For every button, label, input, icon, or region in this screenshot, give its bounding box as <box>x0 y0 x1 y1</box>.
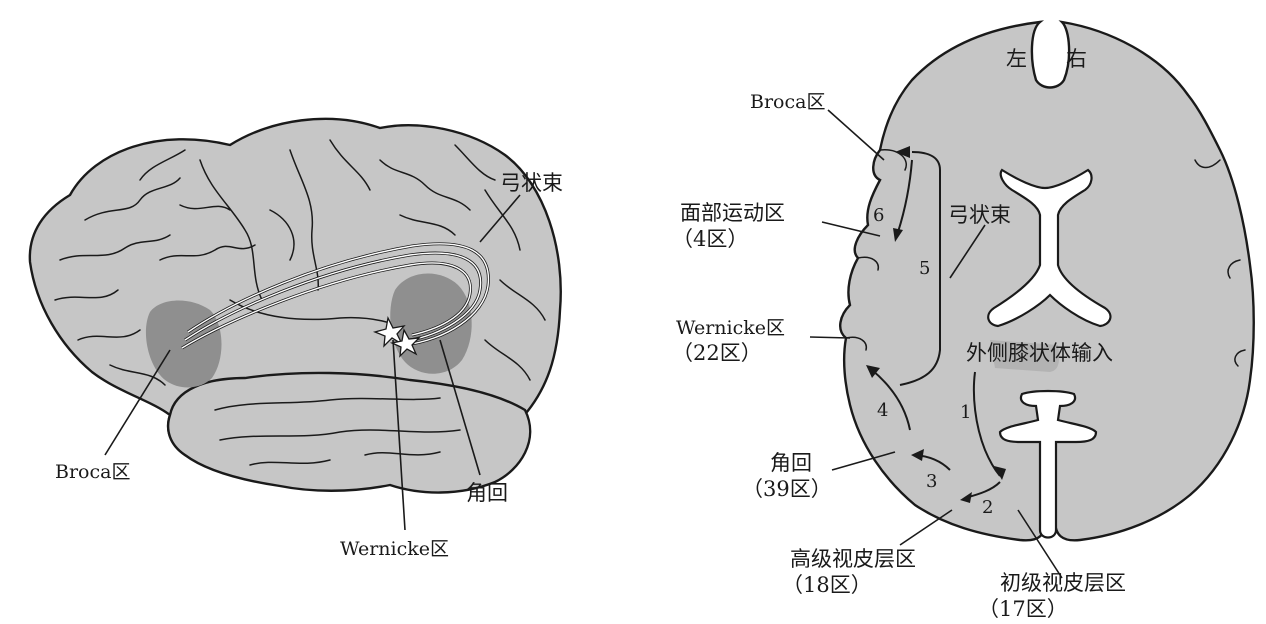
leader-v1 <box>1017 509 1063 579</box>
step-2: 2 <box>982 497 993 518</box>
posterior-ventricle <box>998 389 1098 539</box>
label-wernicke-ba: （22区） <box>672 341 762 365</box>
label-arcuate-axial: 弓状束 <box>948 203 1011 227</box>
leader-angular-axial <box>831 451 896 471</box>
label-broca-axial: Broca区 <box>750 91 825 113</box>
axial-brain-view: 1 2 3 4 5 6 左 右 Broca区 面部运动区 （4区） 弓状束 We… <box>672 20 1255 621</box>
label-lgn-input: 外侧膝状体输入 <box>966 341 1113 365</box>
leader-v2 <box>899 509 953 546</box>
label-v2: 高级视皮层区 <box>790 547 916 571</box>
leader-broca-lateral <box>104 349 171 456</box>
label-angular-ba: （39区） <box>742 477 832 501</box>
step-5: 5 <box>919 258 930 279</box>
lateral-ventricles <box>987 168 1112 328</box>
leader-broca-axial <box>827 109 885 161</box>
label-face-motor-ba: （4区） <box>672 227 748 251</box>
step-4: 4 <box>877 400 888 421</box>
temporal-lobe <box>166 371 532 494</box>
leader-face-motor <box>821 221 881 237</box>
label-v2-ba: （18区） <box>782 573 872 597</box>
step-1: 1 <box>960 402 971 423</box>
label-face-motor: 面部运动区 <box>680 201 785 225</box>
step-6: 6 <box>873 205 884 226</box>
arcuate-fasciculus-lateral <box>181 242 490 350</box>
leader-angular-lateral <box>439 339 481 476</box>
label-angular-lateral: 角回 <box>466 481 508 505</box>
wernicke-neuron-star <box>372 315 421 358</box>
label-left-hemisphere: 左 <box>1006 47 1027 71</box>
leader-arcuate-axial <box>949 224 986 279</box>
label-right-hemisphere: 右 <box>1066 47 1087 71</box>
cortical-folds <box>54 139 546 466</box>
label-angular-axial: 角回 <box>770 451 812 475</box>
label-wernicke-axial: Wernicke区 <box>676 317 785 339</box>
label-wernicke-lateral: Wernicke区 <box>340 538 449 560</box>
label-broca-lateral: Broca区 <box>55 461 130 483</box>
leader-wernicke-lateral <box>392 339 406 531</box>
label-arcuate-lateral: 弓状束 <box>500 171 563 195</box>
step-3: 3 <box>926 471 937 492</box>
leader-wernicke-axial <box>809 336 851 339</box>
label-v1: 初级视皮层区 <box>1000 571 1126 595</box>
leader-arcuate-lateral <box>479 194 521 243</box>
label-v1-ba: （17区） <box>978 597 1068 621</box>
pathway-arrows <box>866 146 1006 503</box>
lateral-brain-view: 弓状束 Broca区 角回 Wernicke区 <box>28 117 563 560</box>
